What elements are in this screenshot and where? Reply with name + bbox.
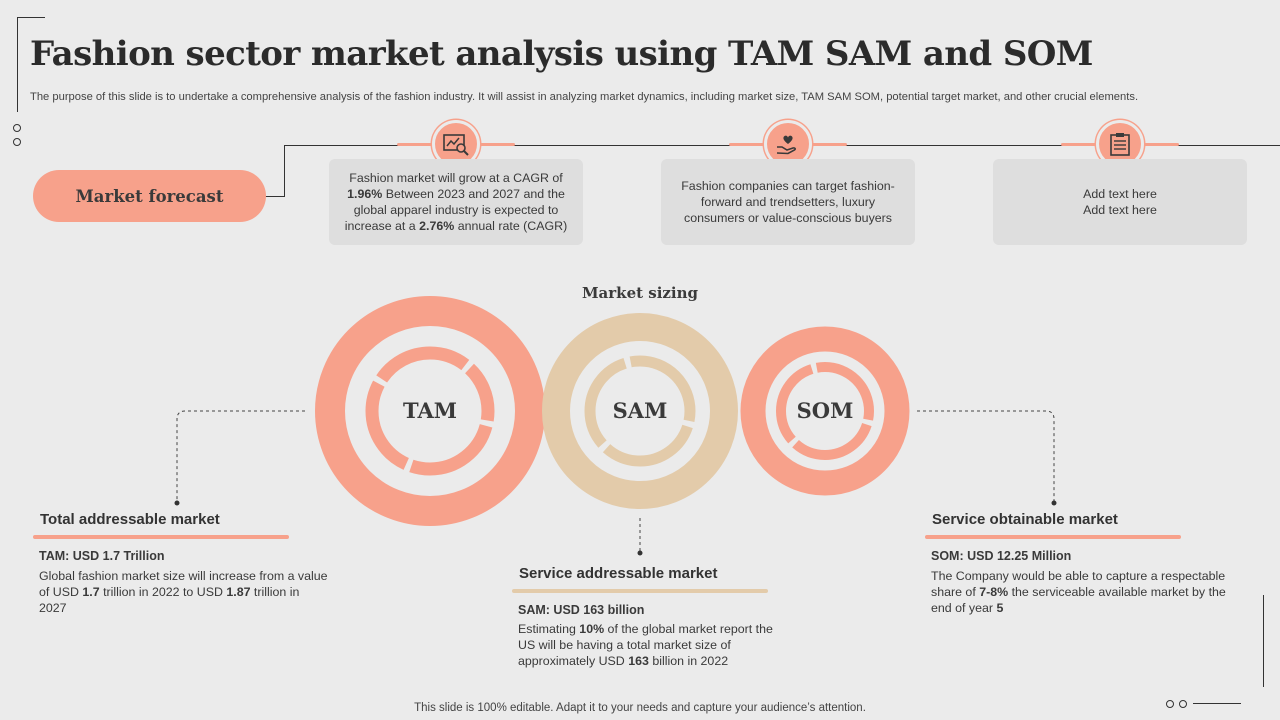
page-title: Fashion sector market analysis using TAM… [30, 34, 1093, 74]
tam-section-title: Total addressable market [40, 511, 220, 528]
sam-label: SAM [612, 398, 668, 423]
tam-description: Global fashion market size will increase… [39, 569, 328, 615]
som-value: SOM: USD 12.25 Million [931, 549, 1072, 563]
sam-section-underline [512, 589, 768, 593]
som-section-underline [925, 535, 1181, 539]
forecast-card-target: Fashion companies can target fashion-for… [661, 159, 915, 245]
som-inner-ring [776, 362, 874, 460]
tam-inner-ring [365, 346, 495, 476]
som-connector [917, 410, 1055, 502]
page-subtitle: The purpose of this slide is to undertak… [30, 91, 1139, 103]
sam-value: SAM: USD 163 billion [518, 603, 645, 617]
card-text: Fashion companies can target fashion-for… [681, 179, 895, 225]
frame-line-vertical [17, 17, 18, 112]
forecast-card-cagr: Fashion market will grow at a CAGR of 1.… [329, 159, 583, 245]
tam-outer-ring [315, 296, 545, 526]
frame-line-horizontal [1193, 703, 1241, 704]
card-text: Add text here [1083, 187, 1157, 201]
frame-line-vertical [1263, 595, 1264, 687]
connector-dot [174, 500, 180, 506]
card-text: Fashion market will grow at a CAGR of [349, 171, 563, 185]
som-label: SOM [796, 398, 854, 423]
som-description: The Company would be able to capture a r… [931, 569, 1226, 615]
card-highlight: 2.76% [419, 219, 455, 233]
timeline-connector [284, 145, 285, 197]
card-text: annual rate (CAGR) [454, 219, 568, 233]
tam-label: TAM [402, 398, 458, 423]
footer-note: This slide is 100% editable. Adapt it to… [414, 702, 866, 714]
decor-dot [13, 138, 21, 146]
sam-inner-ring [584, 355, 696, 467]
decor-dot [13, 124, 21, 132]
tam-connector [176, 410, 305, 502]
card-highlight: 1.96% [347, 187, 383, 201]
som-section-title: Service obtainable market [932, 511, 1118, 528]
decor-dot [1166, 700, 1174, 708]
decor-dot [1179, 700, 1187, 708]
tam-section-underline [33, 535, 289, 539]
card-text: Add text here [1083, 203, 1157, 217]
card-text: Between 2023 and 2027 and the global app… [344, 187, 565, 233]
timeline-connector [265, 196, 285, 197]
forecast-card-placeholder: Add text here Add text here [993, 159, 1247, 245]
sam-section-title: Service addressable market [519, 565, 718, 582]
som-outer-ring [740, 326, 910, 496]
connector-dot [637, 550, 643, 556]
sam-outer-ring [542, 313, 738, 509]
sam-description: Estimating 10% of the global market repo… [518, 622, 773, 668]
tam-value: TAM: USD 1.7 Trillion [39, 549, 165, 563]
frame-line-horizontal [17, 17, 45, 18]
market-forecast-pill: Market forecast [33, 170, 266, 222]
connector-dot [1051, 500, 1057, 506]
market-sizing-title: Market sizing [581, 284, 699, 302]
